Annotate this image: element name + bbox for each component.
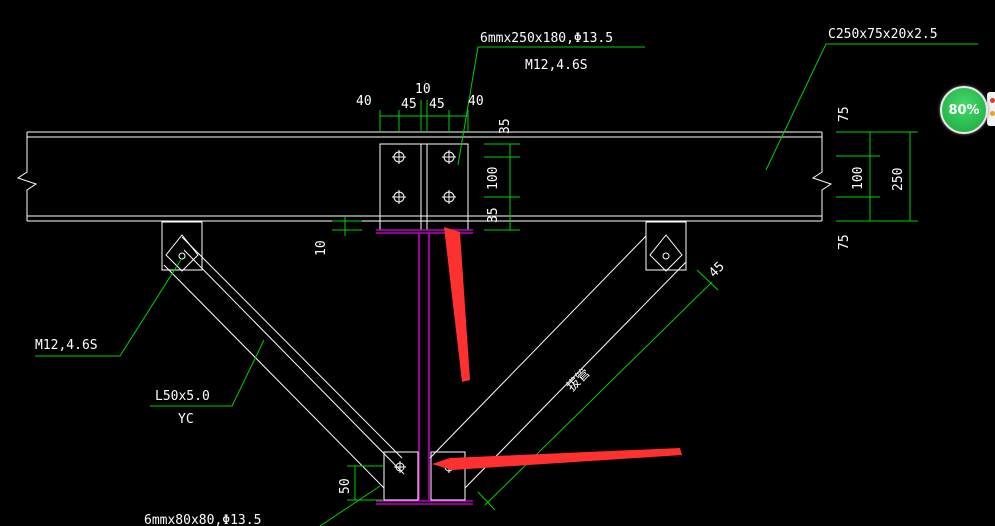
dim-35-bottom: 35 [486, 207, 501, 223]
dim-35-top: 35 [498, 118, 513, 134]
dim-45-diagonal: 45 [706, 259, 728, 281]
dim-50-bottom: 50 [338, 478, 353, 494]
left-brace [161, 221, 405, 489]
dim-75-upper: 75 [837, 106, 852, 122]
label-bolt-top: M12,4.6S [525, 58, 588, 73]
purlin-beam [16, 131, 833, 222]
dim-100-plate: 100 [486, 167, 501, 190]
dim-250-beam: 250 [891, 168, 906, 191]
label-plate-bottom: 6mmx80x80,Φ13.5 [144, 513, 261, 526]
dim-40-right: 40 [468, 94, 484, 109]
label-bolt-left: M12,4.6S [35, 338, 98, 353]
dimension-lines [332, 100, 918, 511]
dim-40-left: 40 [356, 94, 372, 109]
dim-45-right: 45 [429, 97, 445, 112]
label-brace-text: 拔管 [564, 366, 593, 395]
label-purlin: C250x75x20x2.5 [828, 27, 938, 42]
bolt-holes-top [392, 150, 456, 204]
widget-dot-icon [990, 111, 995, 116]
widget-dot-icon [990, 98, 995, 103]
right-brace [429, 221, 687, 489]
arrow-1 [444, 227, 470, 382]
dim-10-top: 10 [415, 82, 431, 97]
arrow-2 [432, 448, 682, 470]
dim-10-side: 10 [314, 240, 329, 256]
progress-badge[interactable]: 80% [940, 86, 988, 134]
red-arrows [432, 227, 682, 470]
progress-badge-text: 80% [948, 102, 980, 118]
label-plate-top: 6mmx250x180,Φ13.5 [480, 31, 613, 46]
label-angle-code: YC [178, 412, 194, 427]
floating-widget-edge [987, 92, 995, 126]
label-angle: L50x5.0 [155, 389, 210, 404]
dim-75-lower: 75 [837, 234, 852, 250]
dim-100-beam: 100 [851, 167, 866, 190]
dim-45-left: 45 [401, 97, 417, 112]
leader-lines [35, 43, 978, 526]
